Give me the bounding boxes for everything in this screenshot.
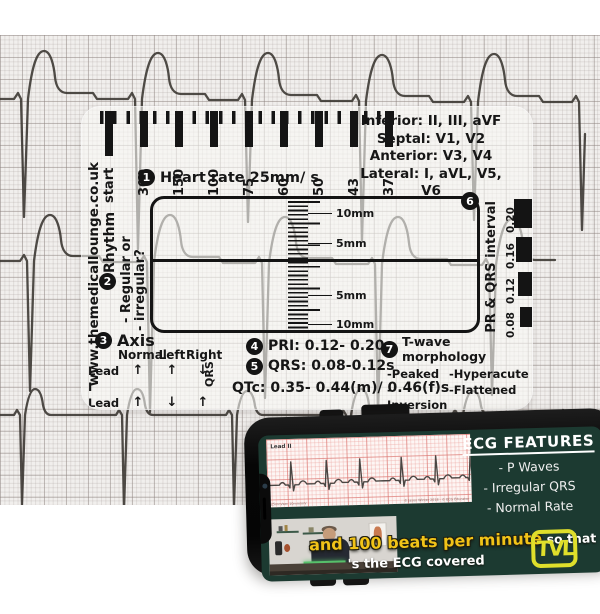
interval-scale-label: 0.12 — [505, 278, 517, 304]
phone-screen: Lead II 25mm/sec 10mm/mV © Jason Winter … — [257, 426, 600, 582]
pr-qrs-interval-label: PR & QRS interval — [484, 201, 499, 333]
axis-arrow: ↑ — [166, 363, 178, 378]
t-wave-morphology-section: 7 T-wave morphology -Peaked -Hyperacute … — [381, 334, 531, 409]
axis-arrow: ↓ — [197, 363, 209, 378]
phone-ecg-strip: Lead II 25mm/sec 10mm/mV © Jason Winter … — [266, 433, 475, 508]
heart-rate-scale: start 300 150 100 75 60 50 43 37 — [96, 111, 402, 203]
step1-number-badge: 1 — [138, 169, 155, 186]
qrs-axis-label: QRS — [203, 361, 216, 387]
feature-item: - Irregular QRS — [483, 477, 576, 496]
ecg-features-panel: ECG FEATURES - P Waves - Irregular QRS -… — [458, 430, 600, 516]
scale-bar — [175, 111, 183, 147]
scale-label: start — [101, 167, 117, 203]
inferior-leads: Inferior: II, III, aVF — [360, 113, 502, 129]
lead-territories: Inferior: II, III, aVF Septal: V1, V2 An… — [350, 113, 512, 201]
mm-leader-line — [308, 294, 332, 297]
qtc-value: QTc: 0.35- 0.44(m)/ 0.46(f)s — [232, 380, 450, 396]
pri-value: PRI: 0.12- 0.20s — [268, 338, 393, 354]
axis-arrow: ↑ — [132, 363, 144, 378]
phone-ecg-trace — [267, 453, 475, 492]
tvl-logo: TVL — [530, 528, 578, 569]
mm-label-5mm-top: 5mm — [336, 237, 367, 250]
t-wave-item: -Peaked — [387, 367, 440, 381]
t-wave-title: T-wave morphology — [402, 334, 487, 364]
interval-scale-block-016 — [516, 237, 532, 262]
interval-scale-block-008 — [520, 307, 532, 327]
step3-number-badge: 3 — [95, 332, 112, 349]
step2-number-badge: 2 — [99, 273, 116, 290]
axis-col-left: Left — [158, 348, 186, 362]
smartphone: Lead II 25mm/sec 10mm/mV © Jason Winter … — [243, 396, 600, 614]
scale-bar — [315, 111, 323, 147]
mm-label-5mm-bottom: 5mm — [336, 289, 367, 302]
mm-leader-line — [308, 212, 332, 215]
rhythm-option-regular: - Regular or — [119, 236, 134, 323]
scale-bar — [210, 111, 218, 147]
shelf-item — [308, 527, 314, 533]
interval-scale-block-012 — [518, 272, 532, 296]
phone-notch — [259, 473, 272, 544]
mm-label-10mm-top: 10mm — [336, 207, 375, 220]
step7-number-badge: 7 — [381, 340, 398, 358]
feature-item: - P Waves — [498, 458, 560, 476]
axis-row-lead: Lead II — [88, 396, 120, 409]
lead-ii-label: Lead II — [270, 442, 292, 450]
step1-heart-rate: 1 Heart rate 25mm/ s — [138, 169, 319, 186]
axis-col-right: Right — [186, 348, 223, 362]
interval-scale-block-020 — [514, 199, 532, 228]
phone-frame: Lead II 25mm/sec 10mm/mV © Jason Winter … — [243, 407, 600, 582]
wall-phone — [274, 541, 283, 556]
step4-number-badge: 4 — [246, 337, 263, 355]
rhythm-option-irregular: - irregular? — [133, 249, 148, 331]
septal-leads: Septal: V1, V2 — [376, 130, 486, 147]
axis-arrow: ↑ — [197, 395, 209, 409]
scale-bar — [385, 111, 393, 147]
measurement-window — [150, 196, 480, 333]
interval-values: 4 PRI: 0.12- 0.20s 5 QRS: 0.08-0.12s QTc… — [232, 336, 449, 398]
t-wave-item: -Inversion — [387, 382, 448, 410]
t-wave-item: -Hyperacute — [449, 367, 529, 381]
step5-number-badge: 5 — [246, 357, 263, 375]
axis-col-normal: Normal — [118, 348, 167, 362]
axis-row-lead: Lead I — [88, 364, 120, 394]
scale-bar — [245, 111, 253, 147]
ecg-ruler-card: start 300 150 100 75 60 50 43 37 1 Heart… — [82, 107, 532, 409]
shelf-item — [278, 526, 283, 532]
scale-bar — [350, 111, 358, 147]
speaker-slit — [262, 497, 266, 520]
t-wave-item: -Flattened — [449, 382, 517, 397]
feature-item: - Normal Rate — [486, 498, 574, 516]
step6-number-badge: 6 — [461, 192, 479, 210]
shelf-item — [284, 525, 288, 532]
scale-bar — [140, 111, 148, 147]
axis-arrow: ↑ — [132, 395, 144, 409]
ecg-trace-row1 — [0, 49, 587, 251]
ecg-features-title: ECG FEATURES — [462, 431, 595, 457]
axis-label: Axis — [117, 331, 155, 350]
axis-arrow: ↓ — [166, 395, 178, 409]
tvl-logo-text: TVL — [535, 536, 573, 562]
step2-rhythm-label: Rhythm — [102, 211, 118, 273]
mm-ruler-major-ticks — [288, 201, 320, 331]
caption-line2: 's the ECG covered — [347, 553, 485, 573]
scale-bar — [280, 111, 288, 147]
mm-leader-line — [308, 242, 332, 245]
axis-table: Normal Left Right Lead I ↑ ↑ ↓ Lead II ↑… — [86, 347, 223, 409]
camera-icon — [262, 483, 268, 489]
qrs-value: QRS: 0.08-0.12s — [268, 358, 395, 374]
step1-label: Heart rate 25mm/ s — [160, 169, 320, 186]
wall-ornament — [284, 543, 291, 553]
step3-axis-heading: 3 Axis — [95, 331, 155, 350]
anterior-leads: Anterior: V3, V4 — [369, 148, 493, 164]
scale-bar — [105, 111, 113, 156]
lateral-leads: Lateral: I, aVL, V5, V6 — [360, 165, 502, 200]
mm-leader-line — [308, 323, 332, 326]
mm-label-10mm-bottom: 10mm — [336, 318, 375, 331]
